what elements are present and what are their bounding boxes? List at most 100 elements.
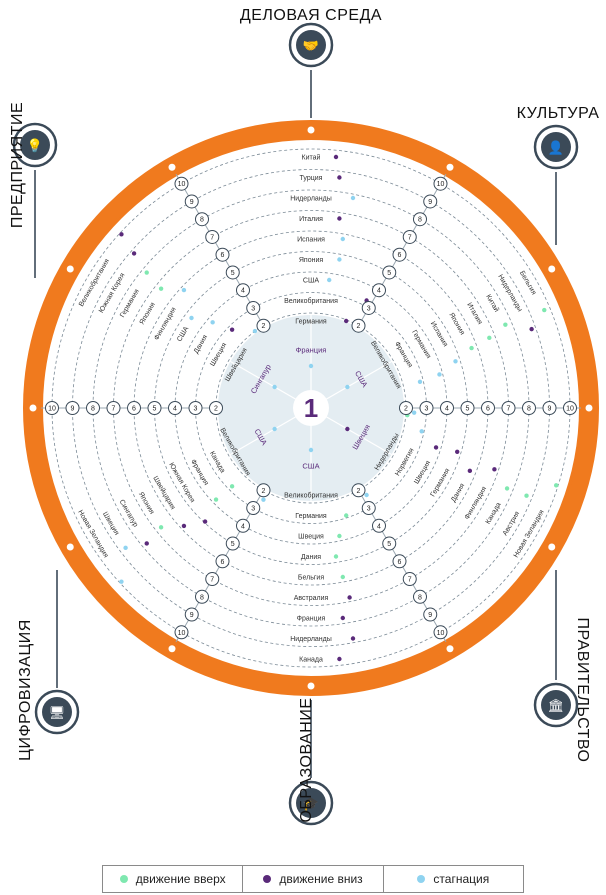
rank-badge-6: 6	[481, 401, 495, 415]
rank-number: 9	[548, 406, 552, 413]
rank-badge-9: 9	[542, 401, 557, 415]
trend-dot	[340, 615, 345, 621]
ring-marker	[168, 645, 176, 653]
rank-badge-4: 4	[168, 401, 182, 415]
rank-badge-8: 8	[195, 212, 209, 227]
rank-number: 8	[200, 594, 204, 601]
rank-entry-education-6: Бельгия	[298, 575, 345, 582]
trend-dot	[272, 426, 277, 432]
trend-dot	[337, 533, 342, 539]
rank-number: 8	[200, 217, 204, 224]
rank-number: 5	[231, 541, 235, 548]
rank-entry-enterprise-5: США	[176, 315, 194, 343]
rank-badge-circle	[246, 501, 261, 516]
country-label: Швеция	[209, 342, 228, 368]
sector-title: ДЕЛОВАЯ СРЕДА	[240, 7, 382, 24]
rank-badge-8: 8	[413, 212, 427, 227]
trend-dot	[272, 384, 277, 390]
lightbulb-icon-glyph: 💡	[27, 138, 43, 154]
country-label: Франция	[189, 458, 210, 487]
trend-dot	[350, 195, 356, 201]
trend-dot	[487, 335, 492, 341]
country-label: Испания	[429, 320, 449, 348]
rank-badge-circle	[501, 401, 516, 415]
country-label: Канада	[485, 501, 503, 525]
rank-badge-circle	[433, 176, 448, 191]
trend-dot	[333, 554, 339, 559]
rank-badge-circle	[460, 401, 475, 415]
rank-number: 3	[425, 406, 429, 413]
sector-government: 🏛ПРАВИТЕЛЬСТВО	[533, 570, 591, 762]
rank-entry-government-4: Швеция	[413, 445, 439, 485]
rank-badge-3: 3	[361, 501, 376, 516]
trend-dot	[337, 257, 342, 262]
rank-badge-circle	[86, 401, 100, 415]
rank-badge-circle	[413, 212, 427, 227]
rank-badge-5: 5	[460, 401, 475, 415]
country-label: Финляндия	[153, 306, 177, 341]
rank-entry-digital-7: Япония	[137, 491, 164, 530]
rank-number: 3	[367, 506, 371, 513]
rank-badge-2: 2	[399, 401, 413, 415]
rank-entry-education-7: Австралия	[294, 595, 352, 602]
rank-number: 4	[241, 523, 245, 530]
rank-badge-circle	[215, 554, 230, 569]
rank-entry-education-10: Канада	[299, 657, 342, 664]
trend-dot	[337, 216, 342, 221]
ring-marker	[307, 126, 315, 134]
rank-badge-circle	[127, 401, 141, 415]
rank-entry-business-5: Япония	[299, 257, 342, 264]
rank-badge-circle	[440, 401, 454, 415]
rank-badge-circle	[481, 401, 495, 415]
country-label: Германия	[410, 329, 432, 360]
rank-badge-4: 4	[372, 283, 386, 298]
lightbulb-icon-fill	[20, 130, 50, 160]
country-label: Япония	[447, 312, 465, 337]
ring-marker	[66, 265, 74, 273]
rank-entry-business-7: Италия	[299, 216, 342, 223]
rank-entry-education-2: Великобритания	[284, 492, 369, 500]
ring-marker	[168, 163, 176, 171]
rank-number: 10	[437, 630, 445, 637]
country-label: Великобритания	[284, 492, 338, 500]
country-label: Австралия	[294, 595, 329, 602]
country-label: Австрия	[502, 510, 521, 537]
country-label: Германия	[119, 288, 141, 319]
rank-number: 2	[262, 488, 266, 495]
rank-entry-culture-5: Испания	[429, 320, 458, 364]
rank-badge-circle	[184, 607, 199, 622]
trend-dot	[345, 384, 350, 390]
rank-number: 10	[178, 630, 186, 637]
rank-badge-circle	[382, 265, 397, 280]
trend-dot	[503, 322, 508, 327]
rank-badge-circle	[372, 518, 386, 533]
rank-badge-9: 9	[184, 194, 199, 209]
rank-badge-circle	[236, 283, 250, 298]
ring-marker	[29, 404, 37, 412]
rank-number: 8	[418, 594, 422, 601]
rank-number: 8	[418, 217, 422, 224]
ring-marker	[548, 265, 556, 273]
rank-number: 6	[221, 252, 225, 259]
trend-dot	[131, 251, 137, 256]
rank-entry-business-2: Германия	[295, 319, 349, 326]
country-label: Швеция	[413, 459, 432, 485]
winner-education: США	[302, 447, 320, 471]
trend-dot	[524, 493, 529, 498]
rank-badge-circle	[392, 554, 407, 569]
rank-number: 3	[251, 305, 255, 312]
rank-badge-circle	[361, 501, 376, 516]
country-label: Канада	[208, 450, 226, 474]
country-label: Япония	[137, 491, 155, 516]
country-label: Италия	[465, 302, 483, 326]
rank-number: 5	[387, 270, 391, 277]
rank-number: 6	[398, 559, 402, 566]
ring-marker	[66, 543, 74, 551]
rank-badge-10: 10	[563, 401, 577, 415]
ring-marker	[585, 404, 593, 412]
rank-number: 7	[210, 234, 214, 241]
legend-label-up: движение вверх	[135, 872, 226, 886]
trend-dot	[158, 525, 164, 530]
down-dot-icon	[263, 875, 272, 883]
